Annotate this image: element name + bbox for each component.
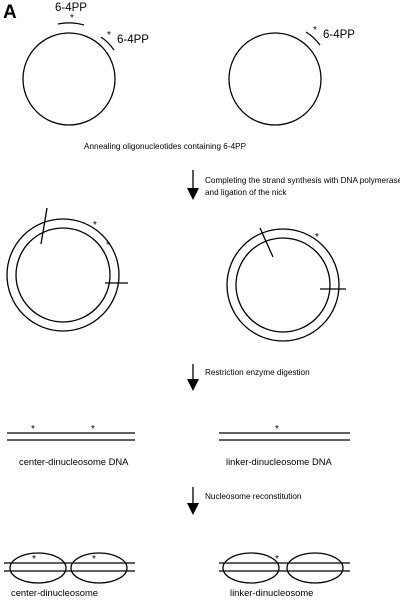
plasmid-right-with-one-oligo: * 6-4PP xyxy=(228,25,355,126)
process-arrow xyxy=(187,170,199,200)
linear-dna-left: * * xyxy=(7,424,135,441)
step4-caption: Nucleosome reconstitution xyxy=(205,492,302,501)
linear-dna-right: * xyxy=(219,424,350,441)
nucleosome-core xyxy=(286,552,344,584)
lesion-marker: * xyxy=(106,240,110,251)
inner-strand xyxy=(15,227,111,323)
plasmid-left-with-two-oligos: 6-4PP * * 6-4PP xyxy=(22,2,149,126)
plasmid-circle-right xyxy=(228,32,322,126)
nucleosome-core xyxy=(9,552,67,584)
oligo-arc-right xyxy=(100,36,115,51)
nucleosome-core xyxy=(222,552,280,584)
lesion-marker: * xyxy=(315,232,319,243)
nuc-left-label: center-dinucleosome xyxy=(11,587,98,598)
lesion-marker: * xyxy=(275,554,279,565)
step3-caption: Restriction enzyme digestion xyxy=(205,368,310,377)
lesion-marker: * xyxy=(275,424,279,435)
lesion-marker: * xyxy=(313,25,317,36)
process-arrow xyxy=(187,364,199,391)
outer-strand xyxy=(6,218,120,332)
lesion-marker: * xyxy=(107,30,111,41)
dna-right-label: linker-dinucleosome DNA xyxy=(226,456,333,467)
lesion-marker: * xyxy=(92,554,96,565)
adduct-label-right: 6-4PP xyxy=(117,34,149,46)
lesion-marker: * xyxy=(91,424,95,435)
lesion-marker: * xyxy=(32,554,36,565)
inner-strand xyxy=(235,237,331,333)
process-arrow xyxy=(187,487,199,515)
restriction-site-tick xyxy=(259,227,274,258)
lesion-marker: * xyxy=(70,13,74,24)
dsdna-circle-left: * * xyxy=(6,207,128,332)
oligo-arc-right xyxy=(305,31,321,46)
oligo-arc-top xyxy=(57,22,85,26)
outer-strand xyxy=(226,228,340,342)
adduct-label-right: 6-4PP xyxy=(323,29,355,41)
step1-caption: Annealing oligonucleotides containing 6-… xyxy=(84,142,247,151)
dna-left-label: center-dinucleosome DNA xyxy=(19,456,129,467)
adduct-label-top: 6-4PP xyxy=(55,2,87,14)
panel-label: A xyxy=(3,2,17,23)
dinucleosome-left: * * xyxy=(4,552,135,584)
nuc-right-label: linker-dinucleosome xyxy=(230,587,313,598)
step2-caption-line1: Completing the strand synthesis with DNA… xyxy=(205,176,400,185)
lesion-marker: * xyxy=(31,424,35,435)
step2-caption-line2: and ligation of the nick xyxy=(205,188,287,197)
dinucleosome-right: * xyxy=(219,552,350,584)
dsdna-circle-right: * xyxy=(226,227,346,342)
lesion-marker: * xyxy=(93,220,97,231)
plasmid-circle-left xyxy=(22,32,116,126)
restriction-site-tick xyxy=(40,207,48,245)
nucleosome-core xyxy=(70,552,128,584)
